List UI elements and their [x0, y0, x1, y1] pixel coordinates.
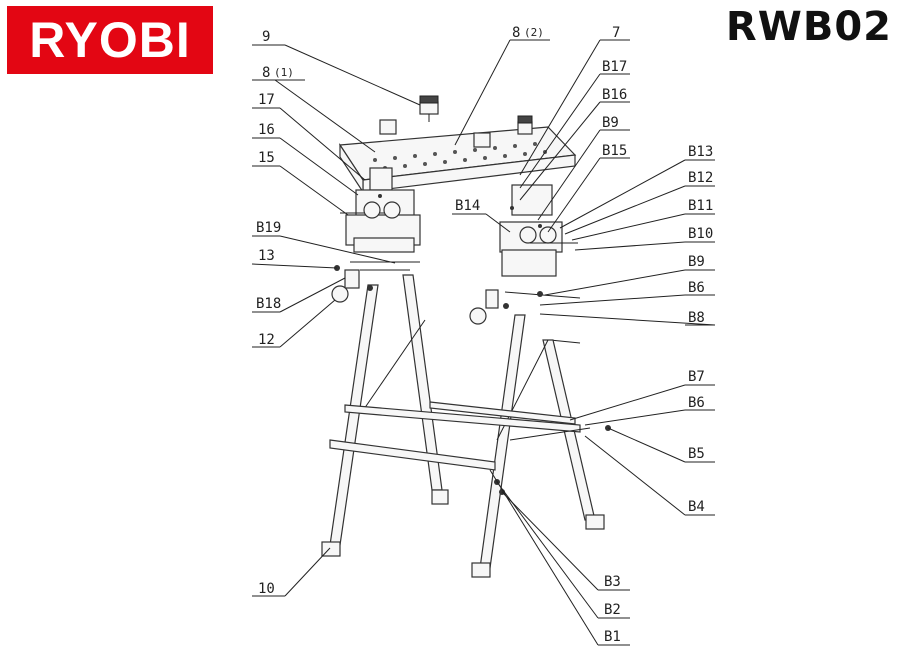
right-bracket-assembly: [499, 184, 578, 277]
label-b3: B3: [604, 574, 621, 590]
label-b9-mid: B9: [688, 254, 705, 270]
label-b7: B7: [688, 369, 705, 385]
label-17: 17: [258, 92, 275, 108]
label-13: 13: [258, 248, 275, 264]
label-10: 10: [258, 581, 275, 597]
left-bracket-assembly: [340, 167, 421, 263]
label-8-2: 8: [512, 25, 520, 41]
label-b18: B18: [256, 296, 281, 312]
ryobi-logo: RYOBI: [7, 6, 213, 74]
label-b4: B4: [688, 499, 705, 515]
label-b5: B5: [688, 446, 705, 462]
label-b10: B10: [688, 226, 713, 242]
label-7: 7: [612, 25, 620, 41]
label-9: 9: [262, 29, 270, 45]
cross-bars: [329, 401, 591, 471]
label-b2: B2: [604, 602, 621, 618]
label-b13: B13: [688, 144, 713, 160]
label-b1: B1: [604, 629, 621, 645]
brand-text: RYOBI: [29, 12, 191, 68]
label-b17: B17: [602, 59, 627, 75]
label-b11: B11: [688, 198, 713, 214]
clamp-dogs: [379, 95, 533, 148]
label-b9-top: B9: [602, 115, 619, 131]
label-b16: B16: [602, 87, 627, 103]
label-b6-top: B6: [688, 280, 705, 296]
label-b14: B14: [455, 198, 480, 214]
label-b19: B19: [256, 220, 281, 236]
label-b15: B15: [602, 143, 627, 159]
label-12: 12: [258, 332, 275, 348]
label-b12: B12: [688, 170, 713, 186]
feet: [321, 489, 605, 578]
label-15: 15: [258, 150, 275, 166]
label-8-1: 8: [262, 65, 270, 81]
label-16: 16: [258, 122, 275, 138]
label-b8: B8: [688, 310, 705, 326]
part-labels: 9 8 (2) 7 8 (1) B17 17 B16 B9 16 B15 B13…: [256, 25, 713, 645]
label-8-1-qty: (1): [274, 66, 294, 79]
leader-lines: [251, 39, 716, 646]
workbench-drawing: [321, 95, 611, 578]
label-b6-bottom: B6: [688, 395, 705, 411]
label-8-2-qty: (2): [524, 26, 544, 39]
model-number: RWB02: [725, 4, 892, 50]
